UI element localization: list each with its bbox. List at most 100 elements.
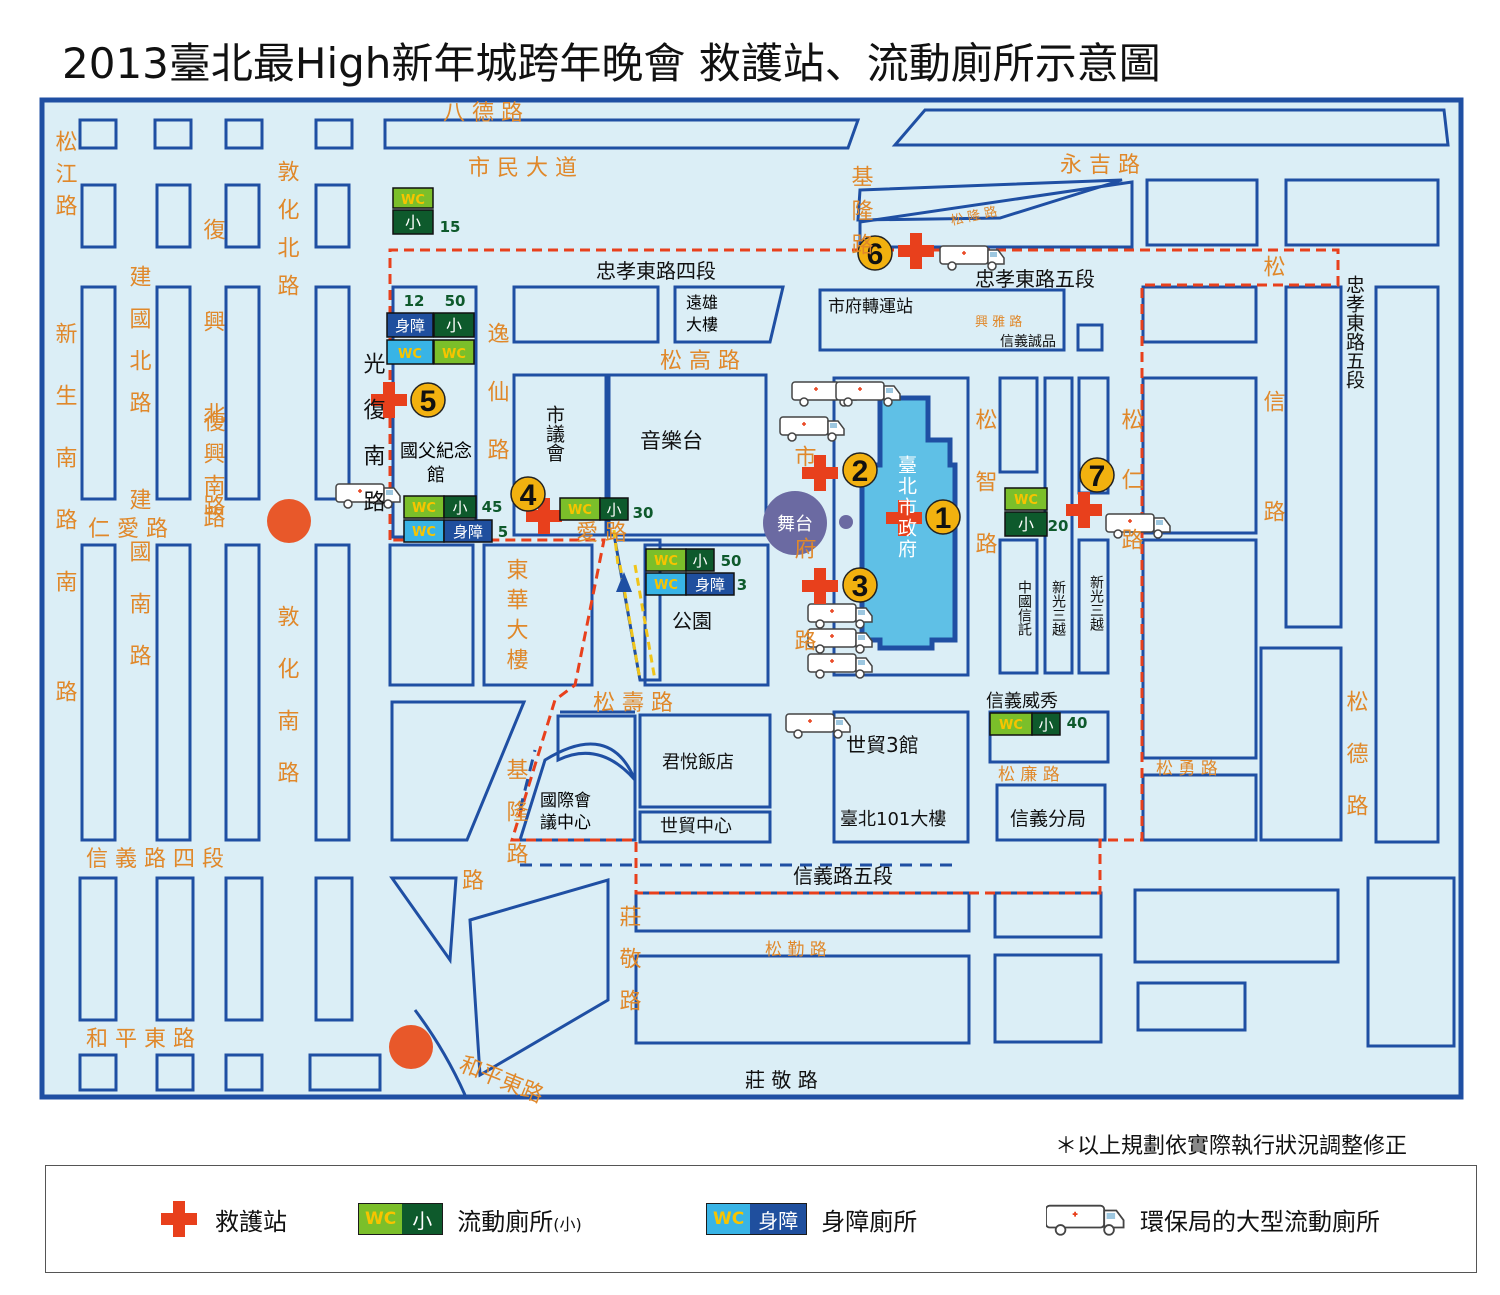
place-chinatrust: 中國信託 [1016,580,1032,636]
road-jianguo-s: 建國南路 [126,488,152,696]
toilet-g-acc: 身障 [695,576,725,594]
road-songshan-left: 松 [1260,255,1286,287]
toilet-h-wc: WC [1014,493,1038,508]
road-songgao: 松 高 路 [660,349,740,374]
toilet-a-wc: WC [401,193,425,208]
truck-icon [1046,1204,1125,1236]
place-park: 公園 [672,609,712,633]
two-line-labels: 遠雄大樓 國父紀念館 國際會議中心 [400,293,719,833]
toilet-c-count: 45 [482,498,503,516]
legend-portable-label: 流動廁所(小) [457,1207,582,1236]
stage [763,491,827,555]
place-sun-yat-sen: 國父紀念館 [400,441,472,486]
road-xinyi-v: 信路 [1260,390,1286,610]
legend-truck: 環保局的大型流動廁所 [1046,1166,1380,1272]
road-songyong: 松 勇 路 [1156,759,1218,779]
toilet-a-sub: 小 [405,213,421,232]
legend-accessible: WC 身障 身障廁所 [706,1166,917,1272]
place-taipei101: 臺北101大樓 [840,809,946,830]
toilet-b-count-a: 12 [404,292,425,310]
road-renai: 仁 愛 路 [88,517,168,542]
roundabout-south [389,1025,433,1069]
vertical-road-labels: 松江路 敦化北路 復興北路 建國北路 新生南路 復興南路 建國南路 敦化南路 南… [52,130,1369,1031]
place-grand-hyatt: 君悅飯店 [662,752,734,773]
road-yongji: 永 吉 路 [1060,153,1140,178]
toilet-g-wc: WC [654,578,678,593]
toilet-f-wc: WC [654,554,678,569]
place-music-stage: 音樂台 [640,429,703,453]
legend-portable: WC 小 流動廁所(小) [358,1166,582,1272]
station-6: 6 [867,238,884,271]
page-title: 2013臺北最High新年城跨年晚會 救護站、流動廁所示意圖 [62,39,1161,88]
orange-vertical-labels: 東華大樓 [503,558,529,678]
mrt-dashed-line [518,749,955,867]
road-songshou: 松 壽 路 [593,691,673,716]
road-xingya: 興 雅 路 [975,314,1022,330]
road-songjiang: 松江路 [52,130,78,226]
road-jilong-diag: 路 [462,869,484,894]
place-ticc: 國際會議中心 [540,791,591,833]
road-songlian: 松 廉 路 [998,765,1060,785]
station-2: 2 [852,455,869,488]
road-dunhua-s: 敦化南路 [274,605,300,813]
station-5: 5 [420,385,437,418]
place-xinyi-vieshow: 信義威秀 [986,691,1058,712]
map-background [39,97,1464,1100]
stage-dot [839,515,853,529]
road-zhongxiao4: 忠孝東路四段 [596,259,716,283]
road-jilong-top: 基隆路 [848,165,874,267]
road-renai2: 愛 路 [576,521,627,546]
place-wtc3: 世貿3館 [846,733,919,757]
station-4: 4 [520,479,537,512]
place-parliament: 市議會 [543,405,565,462]
road-songde: 松德路 [1343,690,1369,846]
toilet-d-acc: 身障 [453,523,483,541]
toilet-i-count: 40 [1067,714,1088,732]
toilet-e-sub: 小 [606,501,621,519]
road-fuxing-n: 復興北路 [200,218,226,586]
road-left-lu: 路 [52,680,78,712]
place-shinkong1: 新光三越 [1050,580,1066,636]
road-zhuangjing-v: 莊敬路 [616,905,642,1031]
road-xinyi4: 信 義 路 四 段 [86,847,224,872]
toilet-i-wc: WC [999,718,1023,733]
toilet-b-wc1: WC [398,347,422,362]
toilet-b-wc2: WC [442,347,466,362]
toilet-h-count: 20 [1048,517,1069,535]
place-shinkong2: 新光三越 [1088,575,1104,631]
legend: 救護站 WC 小 流動廁所(小) WC 身障 身障廁所 環保局的大型流動廁所 [45,1165,1477,1273]
place-wtc: 世貿中心 [660,816,732,837]
road-jianguo-n: 建國北路 [126,265,152,433]
road-yixian: 逸仙路 [484,322,510,496]
arrow-icon [616,572,632,592]
toilet-d-wc: WC [412,525,436,540]
legend-first-aid-label: 救護站 [215,1207,287,1236]
toilet-c-sub: 小 [452,499,467,517]
road-zhuangjing-h: 莊 敬 路 [745,1068,818,1092]
road-shimin: 市 民 大 道 [468,156,577,181]
legend-accessible-label: 身障廁所 [821,1207,918,1236]
first-aid-cross-icon [161,1201,197,1237]
place-xinyi-police: 信義分局 [1010,808,1086,830]
road-fuxing-s: 復興南路 [200,410,226,538]
place-yuanxiong: 遠雄大樓 [686,293,719,334]
toilet-c-wc: WC [412,501,436,516]
toilet-e-wc: WC [568,503,592,518]
road-zhongxiao5: 忠孝東路五段 [975,267,1095,291]
road-guangfu: 光復南路 [360,352,386,536]
station-1: 1 [935,502,952,535]
road-dunhua-n: 敦化北路 [274,160,300,312]
wc-small-badge-icon: WC 小 [358,1203,444,1235]
place-labels: 忠孝東路四段 忠孝東路五段 信義路五段 莊 敬 路 音樂台 市府轉運站 信義誠品… [596,259,1095,1092]
road-bade: 八 德 路 [443,101,523,126]
toilet-b-acc: 身障 [395,317,425,335]
legend-first-aid: 救護站 [161,1166,287,1272]
place-dongua: 東華大樓 [503,558,529,678]
road-heping: 和 平 東 路 [86,1027,195,1052]
station-3: 3 [852,570,869,603]
toilet-a-count: 15 [440,218,461,236]
road-zhongxiao5-v: 忠孝東路五段 [1343,275,1365,389]
event-zone-boundary [388,248,1340,895]
road-songzhi: 松智路 [972,408,998,594]
road-songqin: 松 勤 路 [765,940,827,960]
